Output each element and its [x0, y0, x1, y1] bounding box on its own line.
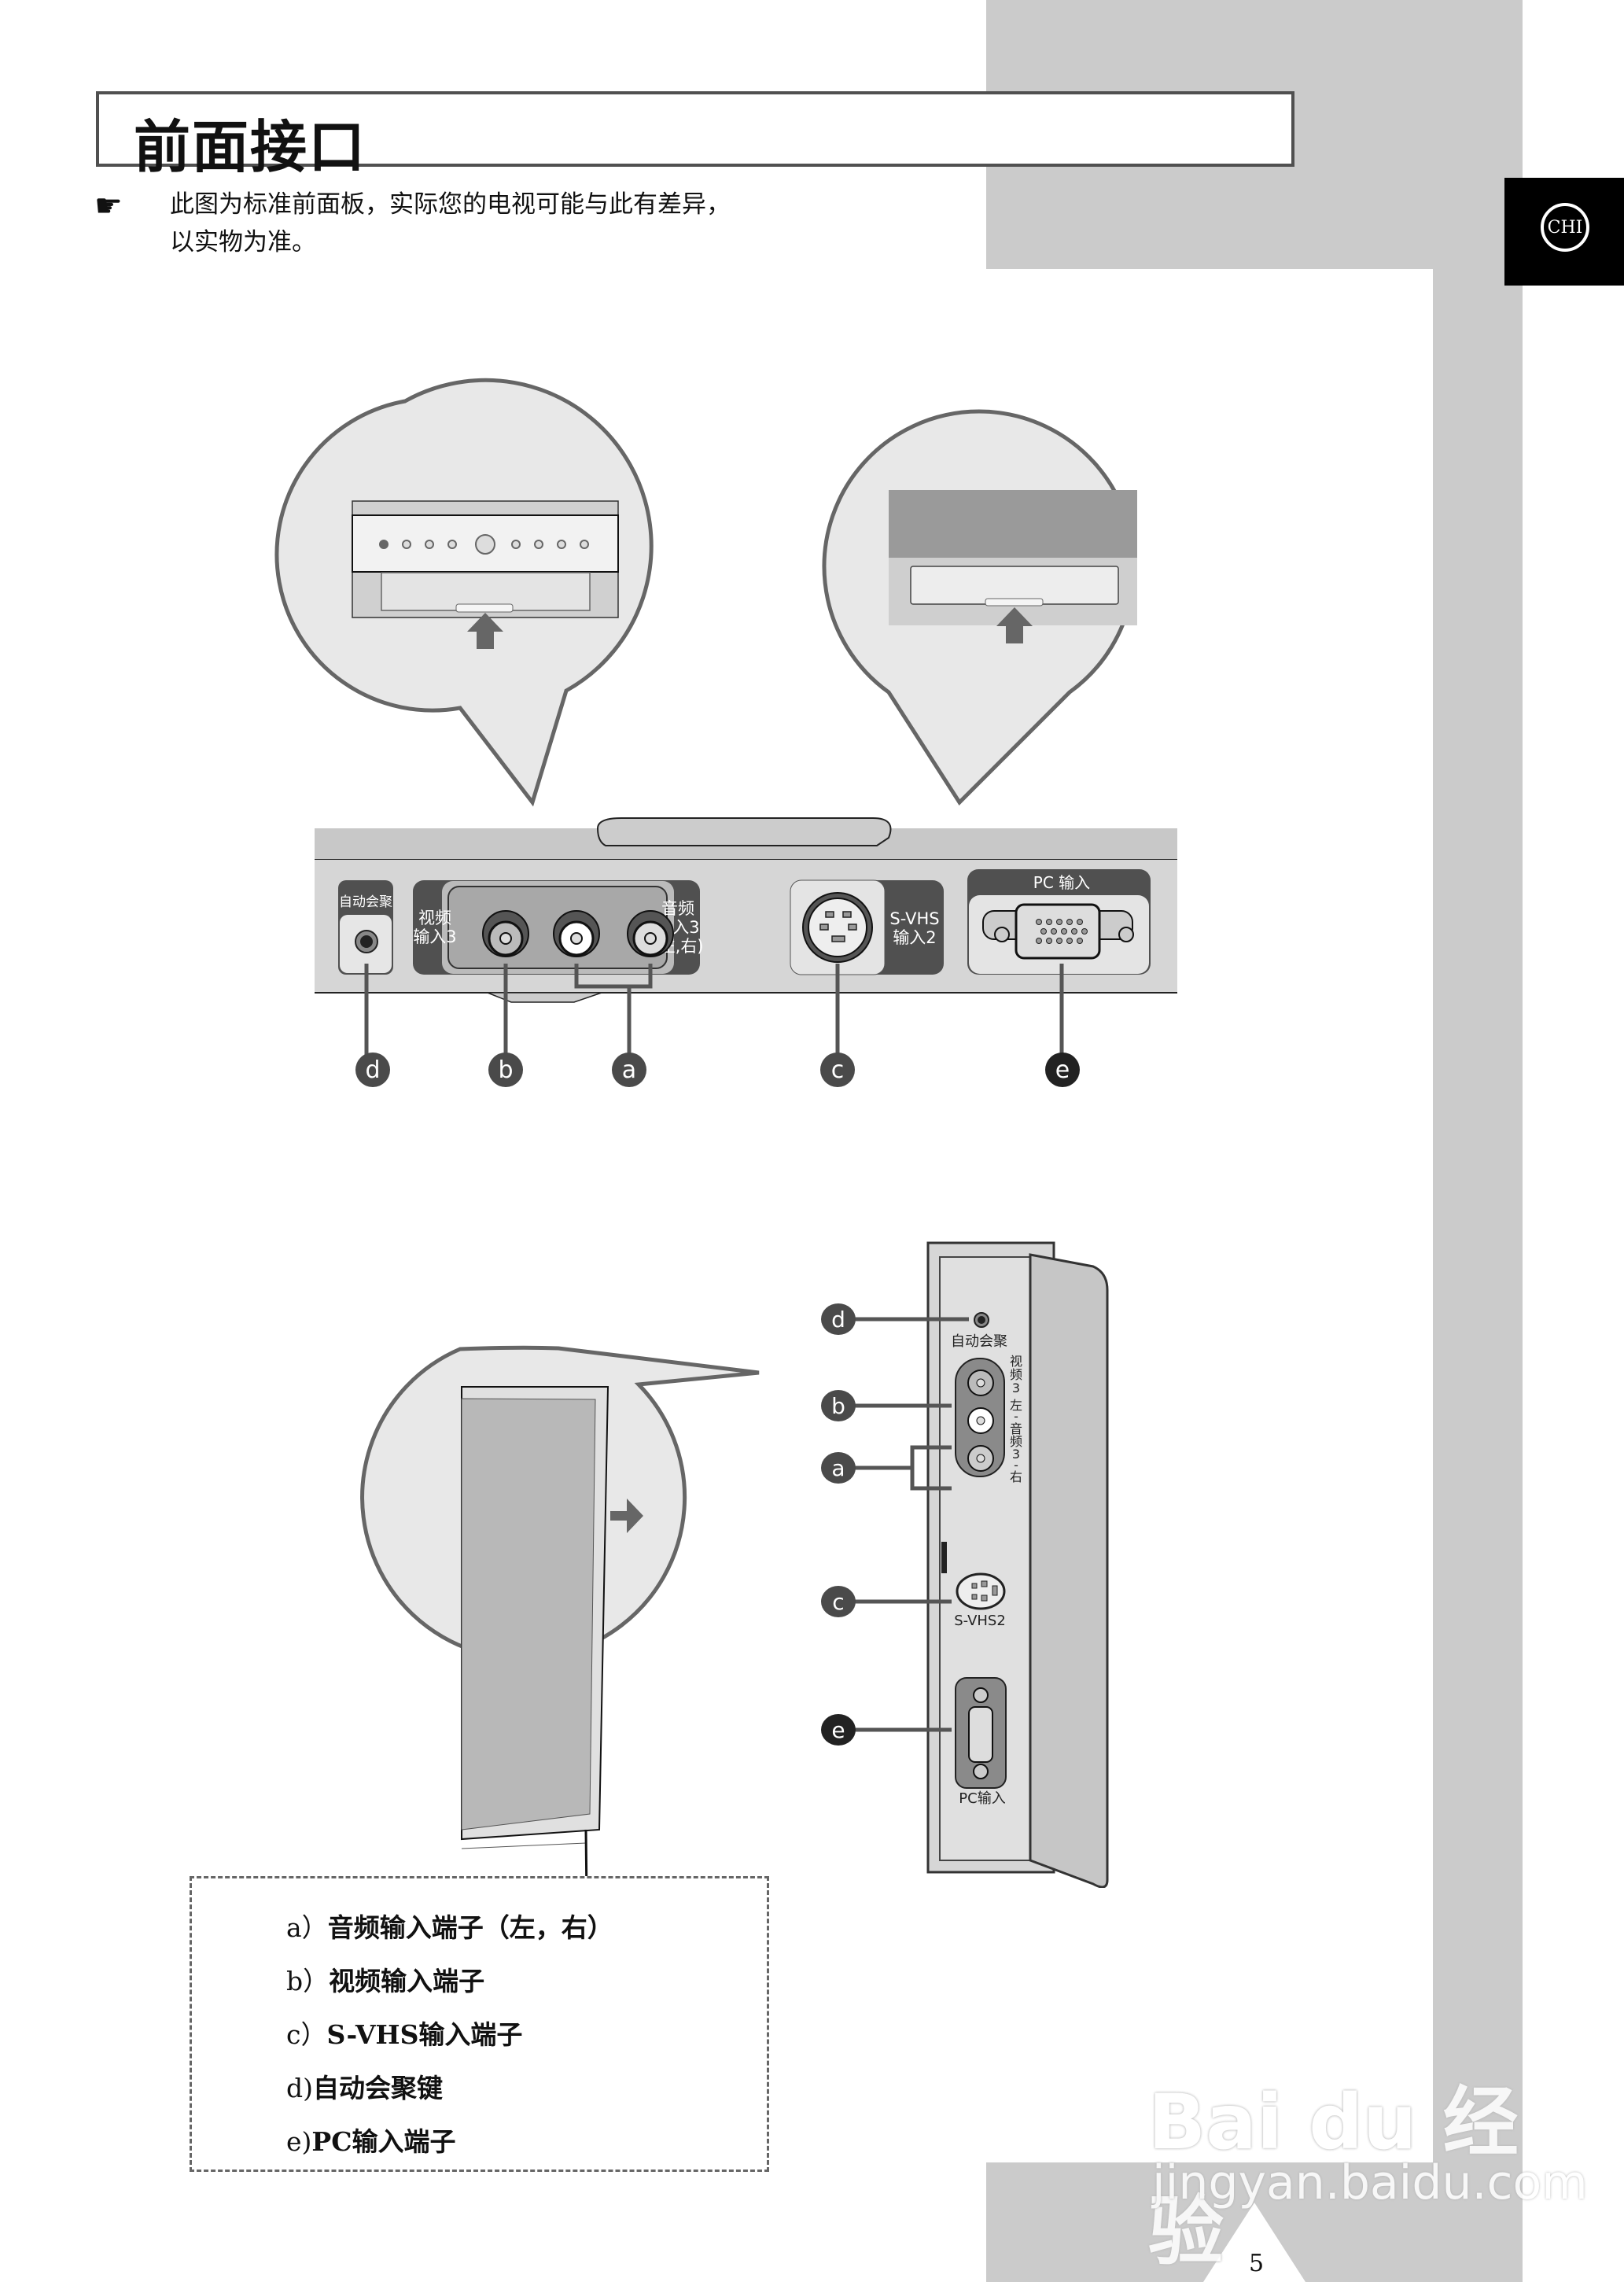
callout-c: c	[820, 1053, 855, 1087]
arrow-up-icon	[996, 607, 1033, 643]
callout-b: b	[488, 1053, 523, 1087]
svg-text:3: 3	[1012, 1381, 1020, 1395]
svg-text:频: 频	[1010, 1367, 1022, 1382]
page-title: 前面接口	[134, 113, 367, 180]
side-callout-d: d	[821, 1303, 856, 1335]
language-tab: CHI	[1504, 178, 1624, 286]
svg-text:-: -	[1014, 1409, 1018, 1424]
side-auto-convergence-button[interactable]: 自动会聚	[951, 1312, 1007, 1350]
arrow-right-icon	[610, 1499, 643, 1533]
legend-item-c: c）S-VHS输入端子	[286, 2019, 523, 2050]
svg-text:3: 3	[1012, 1447, 1020, 1462]
side-av-labels: 视 频 3 左 - 音 频 3 - 右	[1010, 1354, 1022, 1484]
magnifier-closed-panel	[274, 378, 654, 807]
svg-text:d: d	[831, 1307, 845, 1333]
pointing-hand-icon: ☛	[94, 188, 123, 224]
svg-text:频: 频	[1010, 1434, 1022, 1449]
side-pc-port[interactable]: PC输入	[955, 1677, 1007, 1807]
front-panel-diagram: 自动会聚 视频 输入3 音频 输入3 (左,右)	[274, 378, 1177, 1087]
audio-left-input-jack[interactable]	[553, 910, 600, 957]
tv-side-panel	[926, 1241, 1109, 1888]
auto-convergence-label: 自动会聚	[339, 894, 392, 910]
side-callout-e: e	[821, 1714, 856, 1746]
legend-item-d: d)自动会聚键	[286, 2073, 443, 2103]
svg-text:a: a	[622, 1056, 636, 1084]
svg-text:-: -	[1014, 1458, 1018, 1473]
arrow-up-icon	[467, 613, 503, 649]
legend-item-e: e)PC输入端子	[286, 2126, 456, 2157]
svg-text:b: b	[831, 1393, 845, 1419]
side-av-jacks[interactable]	[955, 1358, 1005, 1477]
svg-text:音: 音	[1010, 1421, 1022, 1436]
svg-text:视频: 视频	[418, 909, 451, 927]
svhs-input-jack[interactable]: S-VHS 输入2	[790, 879, 944, 975]
side-panel-diagram: 自动会聚 视 频 3 左 - 音 频 3 - 右 S-VHS2 PC输入	[360, 1241, 1109, 1888]
language-badge: CHI	[1541, 203, 1589, 252]
auto-convergence-button[interactable]: 自动会聚	[338, 880, 393, 975]
svg-text:视: 视	[1010, 1354, 1022, 1369]
svg-text:c: c	[832, 1589, 844, 1615]
page-number: 5	[1249, 2250, 1265, 2277]
legend-item-a: a）音频输入端子（左，右）	[286, 1912, 613, 1943]
note-text-line-2: 以实物为准。	[170, 228, 316, 256]
gray-band-column	[1433, 269, 1523, 2282]
title-box: 前面接口	[96, 91, 1294, 180]
side-callout-c: c	[821, 1586, 856, 1617]
callout-a: a	[612, 1053, 646, 1087]
svg-text:c: c	[831, 1056, 845, 1084]
svg-text:e: e	[1055, 1056, 1070, 1084]
svg-text:输入3: 输入3	[413, 927, 456, 946]
svg-text:左: 左	[1010, 1398, 1022, 1413]
magnifier-open-panel	[822, 409, 1137, 806]
svg-text:a: a	[831, 1455, 845, 1481]
callout-d: d	[355, 1053, 390, 1087]
side-callout-leaders	[853, 1317, 969, 1732]
magnifier-tv-side	[360, 1345, 760, 1888]
svg-text:右: 右	[1010, 1469, 1022, 1484]
side-svhs-jack[interactable]: S-VHS2	[954, 1572, 1006, 1629]
pc-input-label: PC 输入	[1033, 873, 1090, 892]
video-input-jack[interactable]	[482, 910, 529, 957]
svg-text:S-VHS: S-VHS	[889, 909, 939, 928]
callout-leaders	[364, 964, 1064, 1058]
audio-right-input-jack[interactable]	[627, 910, 674, 957]
svg-text:自动会聚: 自动会聚	[951, 1333, 1007, 1350]
svg-text:输入2: 输入2	[893, 928, 936, 947]
side-callout-a: a	[821, 1452, 856, 1484]
side-callout-b: b	[821, 1390, 856, 1421]
legend-item-b: b）视频输入端子	[286, 1966, 485, 1996]
side-indicator	[941, 1542, 947, 1573]
svg-text:b: b	[498, 1056, 513, 1084]
svg-text:e: e	[831, 1717, 845, 1743]
callout-e: e	[1045, 1053, 1080, 1087]
legend-box: a）音频输入端子（左，右） b）视频输入端子 c）S-VHS输入端子 d)自动会…	[190, 1876, 769, 2172]
svg-text:S-VHS2: S-VHS2	[954, 1613, 1006, 1629]
pc-input-port[interactable]: PC 输入	[967, 869, 1151, 975]
svg-text:PC输入: PC输入	[959, 1790, 1005, 1807]
page-number-triangle	[1203, 2203, 1305, 2282]
note-text-line-1: 此图为标准前面板，实际您的电视可能与此有差异，	[170, 190, 731, 219]
svg-text:d: d	[365, 1056, 380, 1084]
svg-text:音频: 音频	[661, 899, 694, 918]
